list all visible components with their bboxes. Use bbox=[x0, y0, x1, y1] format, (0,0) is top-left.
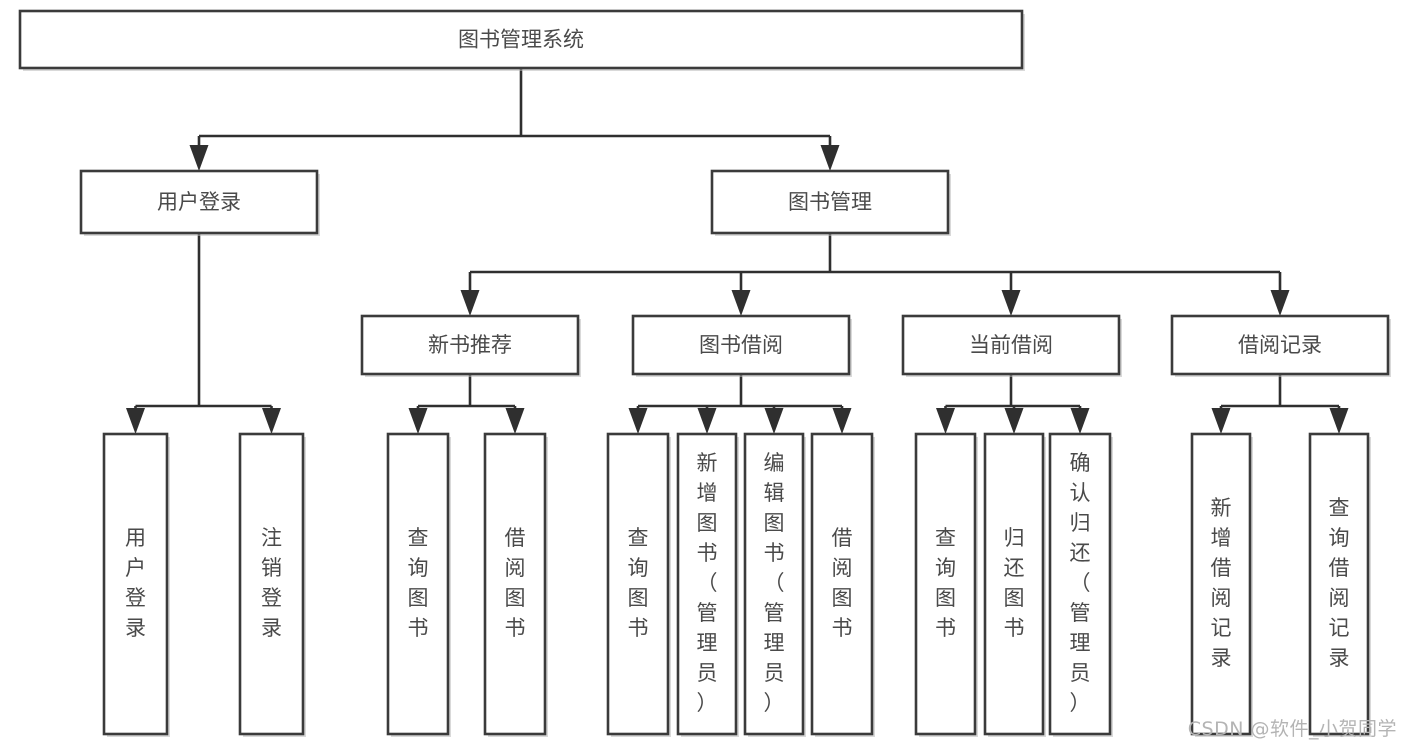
node-label: 图书管理 bbox=[788, 190, 872, 214]
arrow-head-icon bbox=[408, 408, 428, 434]
node-rect[interactable] bbox=[386, 432, 450, 736]
arrow-head-icon bbox=[126, 408, 145, 434]
node-n14[interactable]: 借阅图书 bbox=[810, 432, 875, 737]
node-n7[interactable]: 用户登录 bbox=[102, 432, 170, 737]
node-rect[interactable] bbox=[1170, 314, 1390, 376]
arrow-head-icon bbox=[1004, 408, 1024, 434]
arrow-head-icon bbox=[1001, 290, 1021, 316]
node-label: 用户登录 bbox=[157, 190, 241, 214]
node-label: 查询借阅记录 bbox=[1329, 496, 1350, 670]
node-n11[interactable]: 查询图书 bbox=[606, 432, 671, 737]
node-rect[interactable] bbox=[914, 432, 977, 736]
node-label: 新书推荐 bbox=[428, 333, 512, 357]
node-rect[interactable] bbox=[810, 432, 874, 736]
node-n4[interactable]: 图书借阅 bbox=[631, 314, 852, 377]
node-rect[interactable] bbox=[631, 314, 851, 376]
node-n2[interactable]: 图书管理 bbox=[710, 169, 951, 236]
node-rect[interactable] bbox=[606, 432, 670, 736]
arrow-head-icon bbox=[262, 408, 281, 434]
node-rect[interactable] bbox=[901, 314, 1121, 376]
arrow-head-icon bbox=[1070, 408, 1090, 434]
node-label: 编辑图书（管理员） bbox=[764, 451, 785, 715]
node-n1[interactable]: 用户登录 bbox=[79, 169, 320, 236]
node-label: 当前借阅 bbox=[969, 333, 1053, 357]
node-rect[interactable] bbox=[710, 169, 950, 235]
node-label: 归还图书 bbox=[1004, 526, 1025, 640]
node-label: 图书借阅 bbox=[699, 333, 783, 357]
node-label: 新增借阅记录 bbox=[1211, 496, 1232, 670]
arrow-head-icon bbox=[697, 408, 717, 434]
arrow-head-icon bbox=[731, 290, 751, 316]
node-label: 图书管理系统 bbox=[458, 28, 584, 52]
node-n17[interactable]: 确认归还（管理员） bbox=[1048, 432, 1113, 737]
node-rect[interactable] bbox=[743, 432, 805, 736]
node-n19[interactable]: 查询借阅记录 bbox=[1308, 432, 1371, 737]
node-rect[interactable] bbox=[360, 314, 580, 376]
node-n18[interactable]: 新增借阅记录 bbox=[1190, 432, 1253, 737]
node-label: 确认归还（管理员） bbox=[1070, 451, 1091, 715]
node-n12[interactable]: 新增图书（管理员） bbox=[676, 432, 739, 737]
node-n13[interactable]: 编辑图书（管理员） bbox=[743, 432, 806, 737]
node-label: 注销登录 bbox=[261, 526, 282, 640]
node-rect[interactable] bbox=[1048, 432, 1112, 736]
node-layer: 图书管理系统用户登录图书管理新书推荐图书借阅当前借阅借阅记录用户登录注销登录查询… bbox=[18, 9, 1391, 737]
node-label: 借阅图书 bbox=[505, 526, 526, 640]
arrow-head-icon bbox=[832, 408, 852, 434]
connector-layer bbox=[126, 68, 1349, 434]
node-n9[interactable]: 查询图书 bbox=[386, 432, 451, 737]
node-rect[interactable] bbox=[18, 9, 1024, 70]
node-n10[interactable]: 借阅图书 bbox=[483, 432, 548, 737]
node-n0[interactable]: 图书管理系统 bbox=[18, 9, 1025, 71]
node-label: 新增图书（管理员） bbox=[697, 451, 718, 715]
node-label: 借阅记录 bbox=[1238, 333, 1322, 357]
node-rect[interactable] bbox=[676, 432, 738, 736]
node-n3[interactable]: 新书推荐 bbox=[360, 314, 581, 377]
arrow-head-icon bbox=[764, 408, 784, 434]
arrow-head-icon bbox=[1329, 408, 1349, 434]
node-rect[interactable] bbox=[1190, 432, 1252, 736]
arrow-head-icon bbox=[460, 290, 480, 316]
arrow-head-icon bbox=[628, 408, 648, 434]
arrow-head-icon bbox=[820, 145, 840, 171]
node-rect[interactable] bbox=[102, 432, 169, 736]
node-n16[interactable]: 归还图书 bbox=[983, 432, 1046, 737]
node-label: 查询图书 bbox=[408, 526, 429, 640]
node-n15[interactable]: 查询图书 bbox=[914, 432, 978, 737]
arrow-head-icon bbox=[1211, 408, 1231, 434]
node-rect[interactable] bbox=[483, 432, 547, 736]
arrow-head-icon bbox=[1270, 290, 1290, 316]
arrow-head-icon bbox=[189, 145, 209, 171]
arrow-head-icon bbox=[936, 408, 955, 434]
node-n8[interactable]: 注销登录 bbox=[238, 432, 306, 737]
node-rect[interactable] bbox=[79, 169, 319, 235]
node-rect[interactable] bbox=[983, 432, 1045, 736]
node-n6[interactable]: 借阅记录 bbox=[1170, 314, 1391, 377]
node-label: 借阅图书 bbox=[832, 526, 853, 640]
node-label: 查询图书 bbox=[628, 526, 649, 640]
node-label: 查询图书 bbox=[935, 526, 956, 640]
node-rect[interactable] bbox=[1308, 432, 1370, 736]
node-n5[interactable]: 当前借阅 bbox=[901, 314, 1122, 377]
node-label: 用户登录 bbox=[125, 526, 146, 640]
node-rect[interactable] bbox=[238, 432, 305, 736]
arrow-head-icon bbox=[505, 408, 525, 434]
